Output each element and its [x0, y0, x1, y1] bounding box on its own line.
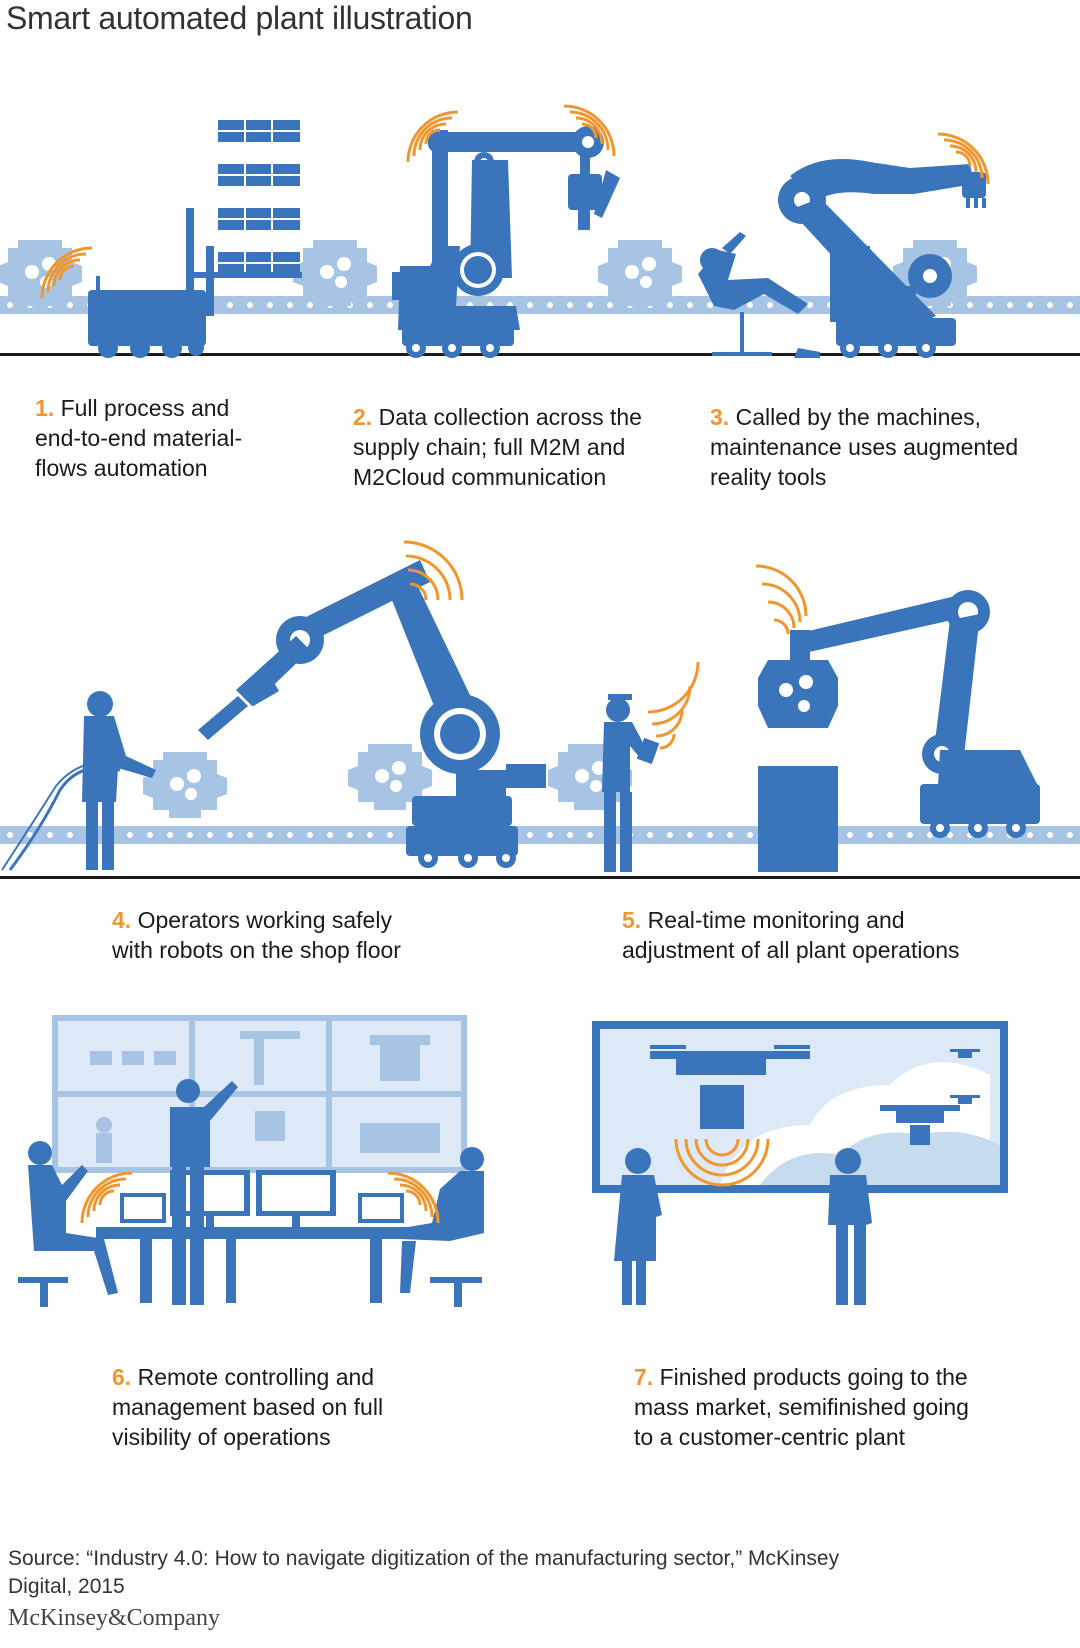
engine-block-icon — [143, 752, 227, 818]
step-text-3-line-2: maintenance uses augmented — [710, 434, 1019, 460]
step-text-4-line-2: with robots on the shop floor — [112, 937, 401, 963]
step-number-5: 5. — [622, 907, 642, 933]
step-number-6: 6. — [112, 1364, 132, 1390]
step-text-1-line-2: end-to-end material- — [35, 425, 243, 451]
step-caption-2: 2. Data collection across the supply cha… — [353, 402, 642, 492]
step-text-6-line-1: Remote controlling and — [137, 1364, 375, 1390]
step-caption-5: 5. Real-time monitoring and adjustment o… — [622, 905, 960, 965]
step-number-3: 3. — [710, 404, 730, 430]
operator-silhouette-icon — [614, 1148, 872, 1305]
scene-row-1 — [0, 104, 1080, 358]
robot-arm-icon — [198, 560, 546, 868]
drone-icon — [650, 1045, 980, 1145]
wireless-signal-icon — [674, 1138, 770, 1187]
step-text-2-line-1: Data collection across the — [378, 404, 642, 430]
engine-block-icon — [293, 240, 377, 306]
step-text-7-line-3: to a customer-centric plant — [634, 1424, 906, 1450]
source-line-1: Source: “Industry 4.0: How to navigate d… — [8, 1547, 840, 1570]
page-title: Smart automated plant illustration — [6, 0, 473, 36]
source-line-2: Digital, 2015 — [8, 1575, 125, 1598]
robot-arm-icon — [392, 126, 620, 358]
step-caption-4: 4. Operators working safely with robots … — [112, 905, 401, 965]
step-number-4: 4. — [112, 907, 132, 933]
step-text-6-line-2: management based on full — [112, 1394, 384, 1420]
step-text-7-line-2: mass market, semifinished going — [634, 1394, 969, 1420]
step-number-2: 2. — [353, 404, 373, 430]
step-text-1-line-3: flows automation — [35, 455, 208, 481]
wireless-signal-icon — [647, 661, 700, 750]
monitor-icon — [52, 1015, 467, 1173]
operator-silhouette-icon — [1, 691, 156, 871]
operator-silhouette-icon — [170, 1079, 238, 1305]
operator-silhouette-icon — [602, 694, 660, 872]
step-text-5-line-2: adjustment of all plant operations — [622, 937, 960, 963]
scene-row-2 — [0, 540, 1080, 879]
robot-arm-icon — [758, 590, 1040, 872]
engine-block-icon — [598, 240, 682, 306]
wireless-signal-icon — [755, 564, 808, 635]
agv-forklift-icon — [88, 120, 302, 358]
step-text-6-line-3: visibility of operations — [112, 1424, 331, 1450]
step-text-3-line-1: Called by the machines, — [735, 404, 982, 430]
step-text-2-line-3: M2Cloud communication — [353, 464, 607, 490]
step-text-4-line-1: Operators working safely — [137, 907, 392, 933]
wireless-signal-icon — [403, 540, 464, 601]
step-caption-6: 6. Remote controlling and management bas… — [112, 1362, 383, 1452]
step-text-1-line-1: Full process and — [60, 395, 230, 421]
brand-logo: McKinsey&Company — [8, 1605, 220, 1631]
operator-silhouette-icon — [396, 1147, 484, 1307]
source-note: Source: “Industry 4.0: How to navigate d… — [8, 1545, 1068, 1601]
wireless-signal-icon — [80, 1171, 440, 1224]
operator-silhouette-icon — [18, 1141, 118, 1307]
step-caption-3: 3. Called by the machines, maintenance u… — [710, 402, 1018, 492]
step-text-5-line-1: Real-time monitoring and — [647, 907, 905, 933]
conveyor-belt-icon — [0, 826, 1080, 879]
step-caption-7: 7. Finished products going to the mass m… — [634, 1362, 969, 1452]
step-text-3-line-3: reality tools — [710, 464, 827, 490]
step-caption-1: 1. Full process and end-to-end material-… — [35, 393, 242, 483]
step-number-7: 7. — [634, 1364, 654, 1390]
robot-arm-icon — [778, 159, 986, 358]
step-number-1: 1. — [35, 395, 55, 421]
monitor-icon — [96, 1170, 426, 1303]
step-text-7-line-1: Finished products going to the — [659, 1364, 968, 1390]
step-text-2-line-2: supply chain; full M2M and — [353, 434, 626, 460]
scene-row-3 — [18, 1015, 1008, 1307]
operator-silhouette-icon — [698, 232, 820, 358]
